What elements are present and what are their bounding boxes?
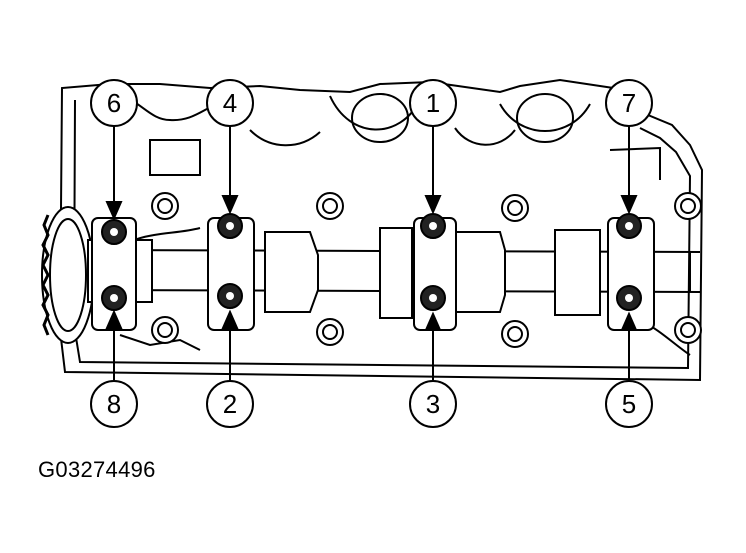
svg-text:3: 3 xyxy=(426,389,440,419)
svg-text:2: 2 xyxy=(223,389,237,419)
figure-id: G03274496 xyxy=(38,457,156,482)
callout-5: 5 xyxy=(605,380,653,428)
callout-1: 1 xyxy=(409,79,457,127)
head-bolts xyxy=(151,192,702,348)
svg-text:7: 7 xyxy=(622,88,636,118)
callout-leaders xyxy=(105,126,638,380)
callout-8: 8 xyxy=(90,380,138,428)
callout-4: 4 xyxy=(206,79,254,127)
svg-text:4: 4 xyxy=(223,88,237,118)
callout-7: 7 xyxy=(605,79,653,127)
svg-text:5: 5 xyxy=(622,389,636,419)
svg-text:8: 8 xyxy=(107,389,121,419)
callout-6: 6 xyxy=(90,79,138,127)
cam-lobes xyxy=(264,227,601,319)
svg-text:6: 6 xyxy=(107,88,121,118)
callout-3: 3 xyxy=(409,380,457,428)
callout-2: 2 xyxy=(206,380,254,428)
svg-text:1: 1 xyxy=(426,88,440,118)
camshaft-bearing-cap-diagram: 1 2 3 4 5 6 7 8 xyxy=(41,78,704,428)
